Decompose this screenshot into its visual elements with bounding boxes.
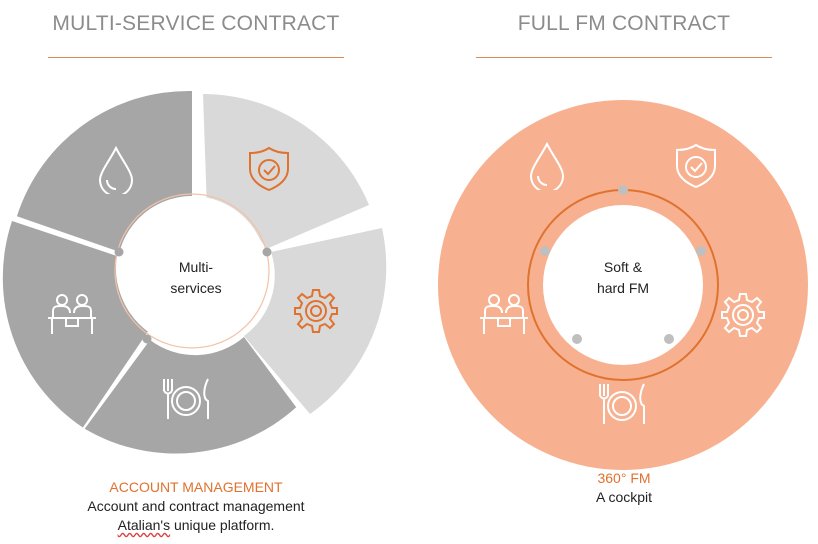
left-caption-heading: ACCOUNT MANAGEMENT	[109, 479, 283, 495]
connector-dot	[262, 247, 272, 257]
right-section-title: FULL FM CONTRACT	[517, 12, 731, 35]
multi-service-ring: Multi- services	[2, 90, 387, 454]
orbit-node	[696, 246, 706, 256]
center-hub	[117, 196, 267, 346]
right-caption-heading: 360° FM	[597, 470, 651, 486]
inner-ring-outline	[114, 193, 270, 349]
left-caption-line2-word1: Atalian's	[117, 517, 171, 533]
left-caption-line1: Account and contract management	[87, 498, 305, 514]
right-caption: 360° FM A cockpit	[476, 469, 772, 507]
right-title-divider	[476, 57, 772, 58]
connector-dot	[114, 247, 124, 257]
segment-water	[16, 90, 193, 252]
left-caption-line2-rest: unique platform.	[170, 517, 275, 533]
left-section-title: MULTI-SERVICE CONTRACT	[52, 12, 340, 35]
orbit-node	[664, 334, 674, 344]
left-caption: ACCOUNT MANAGEMENT Account and contract …	[48, 478, 344, 535]
left-center-line1: Multi-	[179, 259, 214, 275]
full-fm-ring: Soft & hard FM	[438, 100, 808, 470]
center-hub	[543, 205, 703, 365]
right-center-line2: hard FM	[597, 280, 649, 296]
orbit-node	[618, 185, 628, 195]
left-center-line2: services	[170, 280, 221, 296]
segment-shield	[203, 94, 369, 249]
segment-dining	[84, 337, 297, 454]
connector-dot	[142, 334, 152, 344]
orbit-node	[572, 334, 582, 344]
orbit-node	[540, 246, 550, 256]
right-caption-line1: A cockpit	[595, 489, 653, 505]
segment-meeting	[2, 221, 149, 428]
left-title-divider	[48, 57, 344, 58]
left-caption-line2: Atalian's unique platform.	[48, 516, 344, 535]
right-center-line1: Soft &	[604, 259, 643, 275]
